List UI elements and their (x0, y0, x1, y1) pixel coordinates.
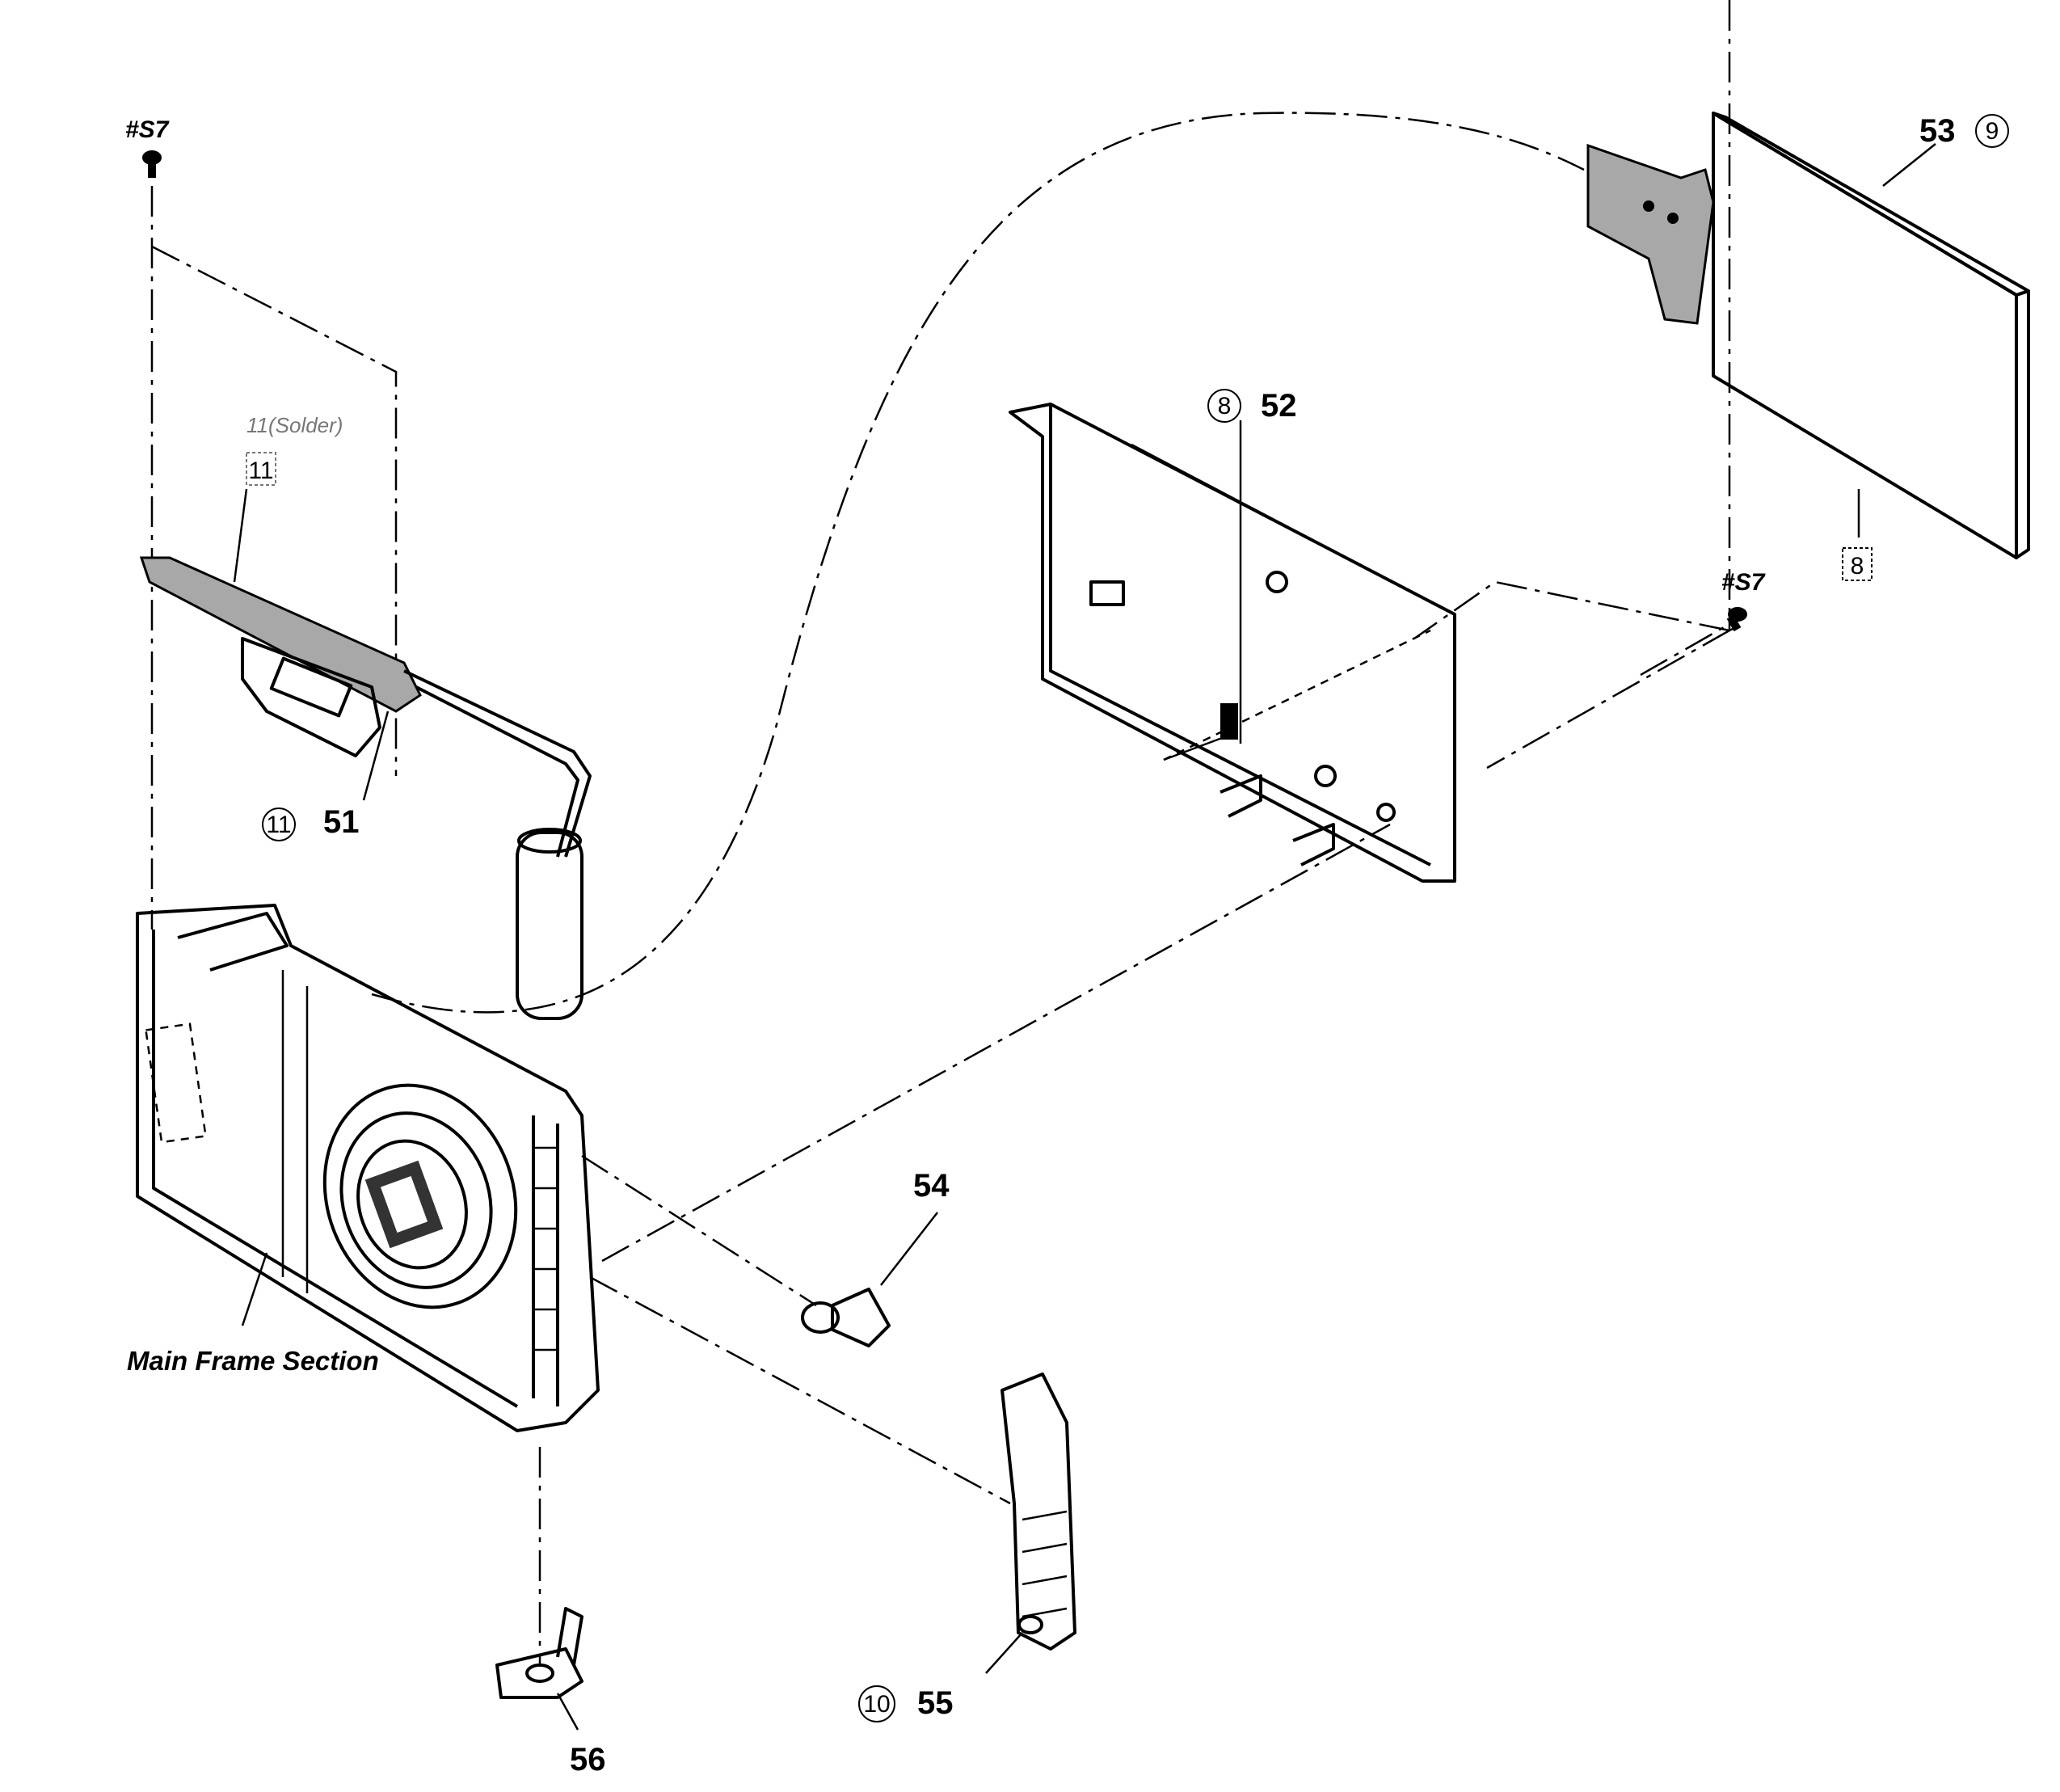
circle-mark-8 (1207, 389, 1241, 423)
part-number-55: 55 (917, 1685, 954, 1721)
circled-label-10: 10 (863, 1691, 890, 1718)
box-mark-11 (246, 452, 276, 486)
boxed-label-11: 11 (248, 457, 273, 484)
main-frame-label: Main Frame Section (127, 1346, 379, 1376)
part-labels: #S7 #S7 51 11 52 8 53 9 8 54 55 10 56 11… (125, 113, 2009, 1777)
main-frame-section (136, 904, 600, 1432)
screw-right (1726, 607, 1747, 632)
circle-mark-9 (1975, 114, 2009, 148)
leader-lines (233, 143, 1936, 1731)
circled-label-11: 11 (266, 812, 291, 838)
assembly-guide-lines (150, 0, 1738, 1665)
boxed-label-8: 8 (1851, 553, 1864, 580)
part-55-side-cover (1001, 1372, 1076, 1651)
circled-label-8: 8 (1218, 393, 1232, 420)
box-mark-8 (1842, 547, 1873, 581)
screw-label-right: #S7 (1721, 569, 1766, 596)
part-56-spring-bracket (495, 1607, 583, 1699)
solder-note: 11(Solder) (246, 413, 343, 437)
screw-left (142, 150, 162, 178)
circle-mark-11 (262, 807, 296, 841)
circled-label-9: 9 (1986, 118, 1999, 145)
part-number-54: 54 (913, 1168, 950, 1204)
circle-mark-10 (858, 1685, 895, 1722)
screw-label-left: #S7 (125, 116, 170, 143)
part-number-52: 52 (1261, 388, 1297, 424)
part-number-53: 53 (1919, 113, 1956, 149)
part-52-plate (1009, 403, 1456, 883)
part-number-51: 51 (323, 804, 360, 840)
part-54-bracket (801, 1288, 891, 1347)
part-number-56: 56 (570, 1742, 606, 1777)
part-51-flash-unit (139, 556, 592, 1020)
part-53-lcd-panel (1586, 112, 2030, 559)
